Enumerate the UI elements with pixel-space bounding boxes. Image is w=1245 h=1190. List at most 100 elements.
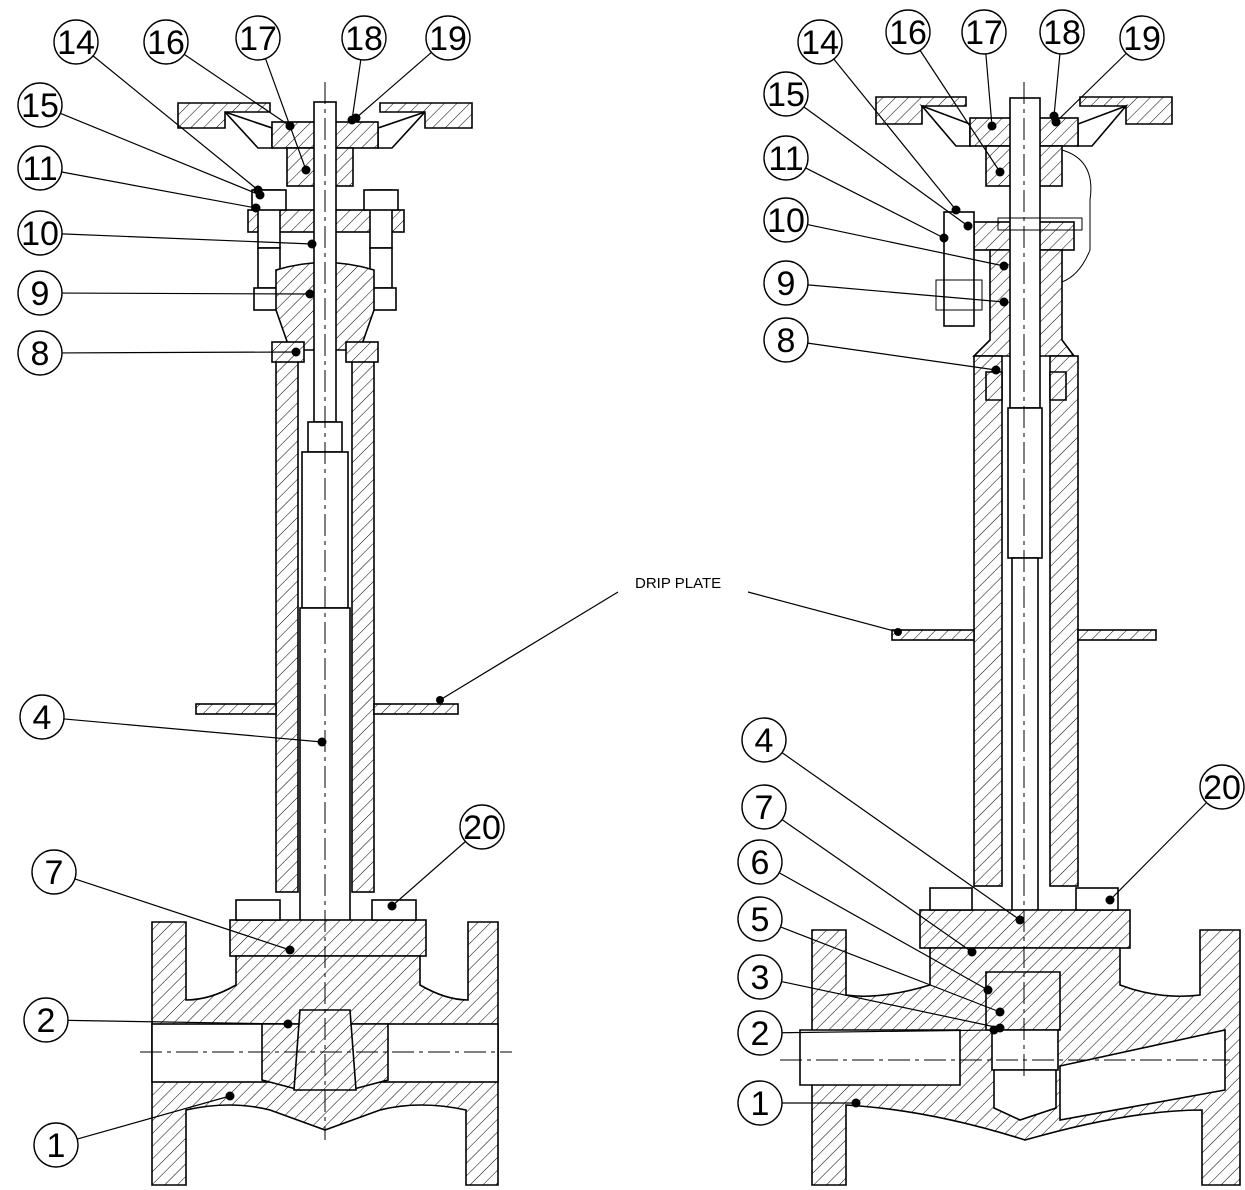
right-callout-bubble	[737, 896, 783, 942]
right-callout-number: 1	[751, 1085, 770, 1123]
right-callout-leader	[781, 819, 973, 953]
right-callout-leader	[919, 50, 1001, 173]
left-callout-bubble	[23, 997, 69, 1043]
right-callout-number: 16	[889, 14, 927, 52]
left-callout-14: 14	[53, 19, 263, 195]
right-handwheel	[875, 96, 1173, 283]
left-callout-leader	[183, 53, 291, 127]
right-callout-bubble	[737, 839, 783, 885]
left-callout-bubble	[19, 694, 65, 740]
right-callout-bubble	[797, 19, 843, 65]
right-callout-dot	[983, 985, 993, 995]
right-callout-number: 7	[755, 789, 774, 827]
right-callout-11: 11	[763, 135, 949, 243]
left-callout-leader	[391, 841, 466, 907]
left-callout-dot	[317, 737, 327, 747]
left-callout-bubble	[17, 210, 63, 256]
right-bonnet-yoke	[935, 211, 1076, 357]
right-extension-bonnet	[973, 355, 1079, 887]
left-callout-leader	[63, 718, 323, 743]
right-callout-number: 6	[751, 844, 770, 882]
left-callout-number: 11	[22, 150, 57, 188]
drip-plate-note: DRIP PLATE	[436, 575, 902, 704]
right-callout-bubble	[763, 317, 809, 363]
left-callout-4: 4	[19, 694, 327, 747]
right-callout-10: 10	[763, 197, 1009, 271]
right-callout-leader	[807, 342, 997, 371]
left-callout-number: 14	[57, 24, 95, 62]
left-callout-1: 1	[33, 1091, 235, 1168]
right-callout-number: 15	[767, 76, 805, 114]
left-callout-number: 18	[345, 20, 383, 58]
right-callout-bubble	[763, 260, 809, 306]
left-callout-dot	[305, 289, 315, 299]
left-callout-10: 10	[17, 210, 317, 256]
right-callout-number: 11	[768, 140, 803, 178]
left-drip-plate	[195, 703, 459, 715]
right-callout-leader	[803, 106, 969, 227]
left-callout-leader	[60, 112, 261, 196]
right-callout-leader	[985, 53, 993, 127]
right-callout-dot	[995, 1007, 1005, 1017]
left-callout-leader	[61, 292, 311, 295]
left-callout-leader	[61, 233, 313, 245]
left-callout-dot	[283, 1019, 293, 1029]
left-callout-18: 18	[341, 15, 387, 125]
left-callout-bubble	[33, 1122, 79, 1168]
left-callout-bubble	[459, 804, 505, 850]
left-callout-9: 9	[17, 270, 315, 316]
right-stem	[997, 97, 1083, 969]
right-callout-leader	[833, 58, 957, 211]
right-callout-16: 16	[885, 9, 1005, 177]
right-callout-bubble	[961, 9, 1007, 55]
right-callout-leader	[807, 284, 1005, 303]
left-callout-dot	[301, 165, 311, 175]
right-callout-bubble	[885, 9, 931, 55]
right-callout-dot	[1051, 117, 1061, 127]
left-callout-leader	[351, 59, 362, 121]
left-callout-11: 11	[17, 145, 261, 213]
right-callout-20: 20	[1105, 764, 1245, 905]
right-callout-dot	[987, 121, 997, 131]
right-callout-dot	[963, 221, 973, 231]
left-callout-7: 7	[31, 849, 295, 955]
right-callout-number: 4	[755, 722, 774, 760]
left-callout-dot	[255, 190, 265, 200]
left-callout-number: 8	[31, 335, 50, 373]
left-callout-number: 16	[147, 24, 185, 62]
right-callout-leader	[805, 167, 945, 239]
left-callout-bubble	[17, 82, 63, 128]
left-extension-bonnet	[271, 341, 379, 893]
right-callout-2: 2	[737, 1010, 999, 1056]
left-callout-dot	[291, 347, 301, 357]
right-callout-dot	[967, 947, 977, 957]
right-callout-bubble	[737, 954, 783, 1000]
left-callout-bubble	[17, 270, 63, 316]
right-body	[799, 887, 1241, 1186]
right-callout-bubble	[763, 197, 809, 243]
right-callout-leader	[1055, 52, 1127, 123]
left-callout-number: 4	[33, 699, 52, 737]
right-callout-19: 19	[1051, 15, 1165, 127]
right-callout-bubble	[741, 784, 787, 830]
right-callout-bubble	[1199, 764, 1245, 810]
right-callout-leader	[781, 752, 1021, 921]
left-callout-dot	[387, 901, 397, 911]
drip-plate-label: DRIP PLATE	[635, 575, 721, 592]
left-valve-section	[140, 82, 512, 1186]
left-callout-2: 2	[23, 997, 293, 1043]
left-callout-number: 17	[239, 20, 277, 58]
right-callout-7: 7	[741, 784, 977, 957]
right-callout-17: 17	[961, 9, 1007, 131]
left-callout-bubble	[17, 330, 63, 376]
left-callout-number: 20	[463, 809, 501, 847]
right-callout-bubble	[737, 1080, 783, 1126]
left-callout-number: 19	[429, 20, 467, 58]
left-callout-bubble	[53, 19, 99, 65]
right-callout-number: 18	[1043, 14, 1081, 52]
left-callout-number: 2	[37, 1002, 56, 1040]
right-callout-dot	[1015, 915, 1025, 925]
